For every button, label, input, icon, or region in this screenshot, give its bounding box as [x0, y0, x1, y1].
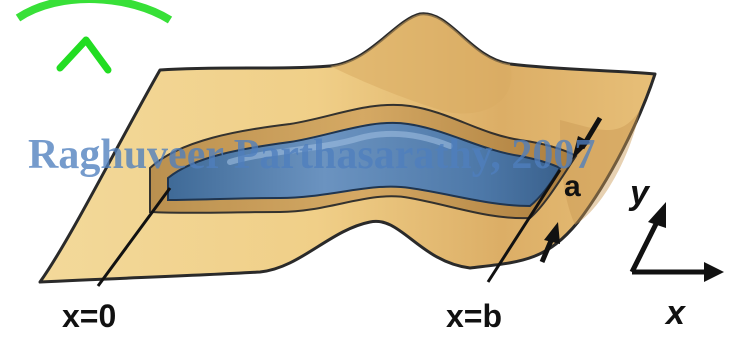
watermark-mark [60, 40, 108, 70]
width-label: a [564, 172, 581, 202]
y-axis-head [648, 202, 666, 228]
watermark-arc [18, 0, 170, 20]
y-axis-label: y [630, 176, 649, 210]
credit-text: Raghuveer Parthasarathy, 2007 [28, 134, 595, 176]
x-end-label: x=b [446, 300, 502, 332]
x-axis-label: x [666, 296, 685, 330]
x-axis-head [704, 262, 724, 282]
x-start-label: x=0 [62, 300, 116, 332]
